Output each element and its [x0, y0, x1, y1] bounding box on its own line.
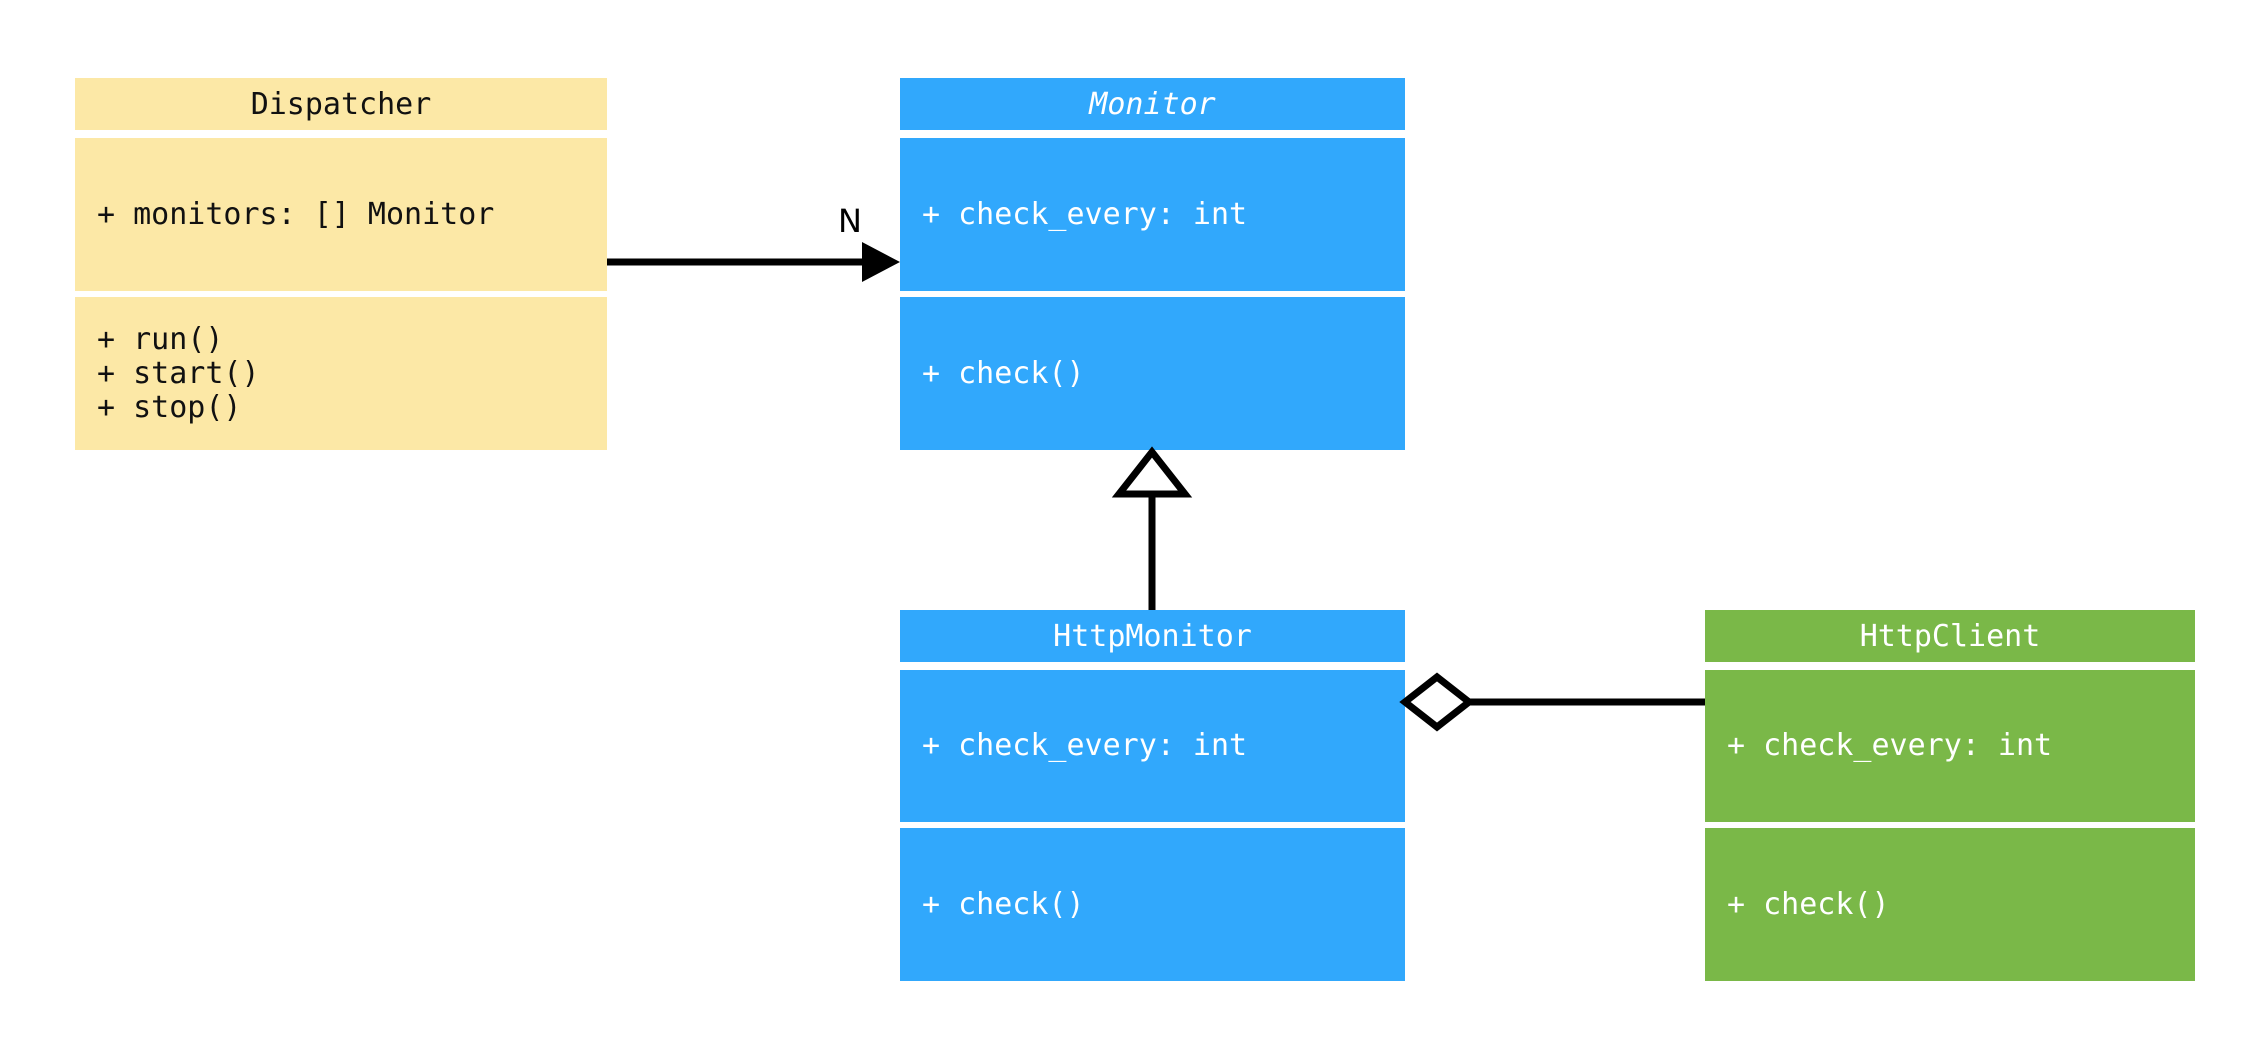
- association-dispatcher-monitor[interactable]: [607, 242, 900, 282]
- class-methods-http-monitor: + check(): [900, 828, 1405, 981]
- method-row: + run(): [97, 321, 224, 357]
- attribute-row: + check_every: int: [922, 728, 1248, 763]
- class-header-http-monitor: HttpMonitor: [900, 610, 1405, 662]
- compartment-divider: [75, 130, 607, 138]
- class-box-http-client[interactable]: HttpClient + check_every: int + check(): [1705, 610, 2195, 981]
- association-multiplicity-label: N: [838, 202, 862, 240]
- attribute-row: + check_every: int: [922, 196, 1248, 232]
- class-title-dispatcher: Dispatcher: [250, 86, 432, 122]
- class-header-monitor: Monitor: [900, 78, 1405, 130]
- class-title-http-monitor: HttpMonitor: [1053, 618, 1252, 654]
- class-attributes-http-client: + check_every: int: [1705, 670, 2195, 822]
- class-attributes-http-monitor: + check_every: int: [900, 670, 1405, 822]
- attribute-row: + check_every: int: [1727, 728, 2053, 763]
- class-header-dispatcher: Dispatcher: [75, 78, 607, 130]
- class-box-monitor[interactable]: Monitor + check_every: int + check(): [900, 78, 1405, 450]
- class-methods-monitor: + check(): [900, 297, 1405, 450]
- inheritance-http-monitor-monitor[interactable]: [1111, 446, 1193, 610]
- attribute-row: + monitors: [] Monitor: [97, 196, 495, 232]
- method-row: + check(): [922, 886, 1085, 922]
- class-box-http-monitor[interactable]: HttpMonitor + check_every: int + check(): [900, 610, 1405, 981]
- class-attributes-dispatcher: + monitors: [] Monitor: [75, 138, 607, 291]
- class-box-dispatcher[interactable]: Dispatcher + monitors: [] Monitor + run(…: [75, 78, 607, 450]
- method-row: + start(): [97, 355, 260, 391]
- method-row: + stop(): [97, 389, 242, 425]
- class-header-http-client: HttpClient: [1705, 610, 2195, 662]
- compartment-divider: [1705, 662, 2195, 670]
- method-row: + check(): [922, 355, 1085, 391]
- method-row: + check(): [1727, 886, 1890, 922]
- compartment-divider: [900, 662, 1405, 670]
- aggregation-http-monitor-http-client[interactable]: [1399, 672, 1705, 732]
- class-title-http-client: HttpClient: [1859, 618, 2041, 654]
- compartment-divider: [900, 130, 1405, 138]
- class-attributes-monitor: + check_every: int: [900, 138, 1405, 291]
- class-title-monitor: Monitor: [1089, 86, 1216, 122]
- class-methods-dispatcher: + run() + start() + stop(): [75, 297, 607, 450]
- class-methods-http-client: + check(): [1705, 828, 2195, 981]
